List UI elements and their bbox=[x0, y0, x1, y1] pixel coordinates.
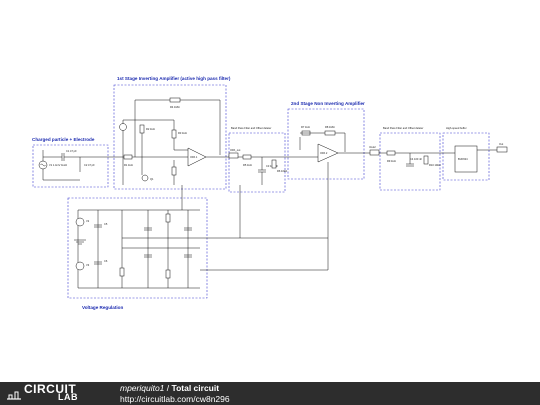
circuit-schematic: Charged particle + Electrode 1st Stage I… bbox=[32, 76, 508, 310]
node-b-label: Vout2 bbox=[369, 145, 376, 149]
r10-resistor bbox=[423, 155, 429, 165]
c4-label: C4 100 nF bbox=[410, 157, 423, 161]
reg-c1-label: C5 bbox=[104, 222, 108, 226]
r3-resistor bbox=[171, 129, 177, 139]
transistor-q1-icon bbox=[141, 174, 149, 182]
footer-bar: CIRCUIT LAB mperiquito1 / Total circuit … bbox=[0, 382, 540, 405]
r6-label: R6 10kΩ bbox=[277, 169, 287, 173]
buffer-ic-label: BUF634 bbox=[458, 157, 468, 161]
r3b-resistor bbox=[171, 166, 177, 176]
r2-resistor bbox=[139, 124, 145, 134]
reg-c2-label: C6 bbox=[104, 259, 108, 263]
stage1-label: 1st Stage Inverting Amplifier (active hi… bbox=[117, 76, 231, 81]
r7-label: R7 1kΩ bbox=[301, 125, 310, 129]
buffer-box bbox=[442, 132, 490, 181]
bandpass1-label: Band Pass Filter and Offset deleter bbox=[231, 126, 271, 130]
node-b-tag bbox=[369, 149, 380, 156]
voltage-reg-circuit: V2 V3 C5 C6 bbox=[74, 185, 328, 289]
r4-resistor bbox=[169, 97, 181, 103]
circuit-title: Total circuit bbox=[171, 383, 220, 393]
r1-label: R1 1kΩ bbox=[124, 163, 133, 167]
r10-label: R10 10kΩ bbox=[429, 163, 441, 167]
bandpass1-box bbox=[228, 132, 286, 193]
reg-r1-resistor bbox=[119, 267, 125, 277]
voltage-reg-box bbox=[67, 197, 208, 299]
bandpass1-circuit: OPA_out R5 1kΩ C3 100 nF R6 10kΩ bbox=[228, 148, 318, 185]
out-tag bbox=[496, 146, 508, 153]
bandpass2-box bbox=[379, 132, 441, 191]
r4-label: R4 1MΩ bbox=[170, 105, 180, 109]
buffer-circuit: BUF634 Out bbox=[454, 142, 508, 173]
opamp2-label: OPA 2 bbox=[320, 151, 328, 155]
node-a-label: OPA_out bbox=[230, 148, 241, 152]
source-v1-label: V1 1.4mV 1kHz bbox=[49, 163, 68, 167]
opamp1-triangle bbox=[187, 147, 207, 167]
stage2-label: 2nd Stage Non Inverting Amplifier bbox=[291, 101, 365, 106]
reg-v2-label: V3 bbox=[86, 263, 90, 267]
reg-source2-icon bbox=[75, 261, 85, 271]
logo-lab-text: LAB bbox=[58, 392, 78, 402]
bandpass2-circuit: R9 1kΩ C4 100 nF R10 10kΩ bbox=[379, 150, 455, 167]
reg-r2-resistor bbox=[165, 213, 171, 223]
source-section: V1 1.4mV 1kHz C1 47 pF C2 47 pF bbox=[38, 149, 118, 181]
r5-resistor bbox=[242, 154, 252, 160]
stage2-circuit: R7 1kΩ R8 1MΩ OPA 2 Vout2 bbox=[299, 125, 380, 270]
bandpass2-label: Band Pass Filter and Offset deleter bbox=[383, 126, 423, 130]
circuitlab-logo[interactable]: CIRCUIT LAB bbox=[4, 382, 116, 404]
author-link[interactable]: mperiquito1 bbox=[120, 383, 165, 393]
reg-r3-resistor bbox=[165, 269, 171, 279]
dc-source-icon bbox=[119, 123, 127, 131]
buffer-ic bbox=[454, 145, 478, 173]
circuitlab-logo-icon bbox=[7, 391, 21, 400]
stage2-box bbox=[287, 108, 365, 180]
r9-label: R9 1kΩ bbox=[387, 159, 396, 163]
r6-resistor bbox=[271, 159, 277, 169]
circuit-url-link[interactable]: http://circuitlab.com/cw8n296 bbox=[120, 394, 230, 404]
logo-circuit-text: CIRCUIT bbox=[24, 382, 77, 396]
source-c1-label: C1 47 pF bbox=[66, 149, 77, 153]
author-title-line: mperiquito1 / Total circuit bbox=[120, 383, 219, 393]
r1-resistor bbox=[123, 154, 133, 160]
opamp2-triangle bbox=[317, 143, 339, 163]
reg-source1-icon bbox=[75, 217, 85, 227]
q1-label: Q1 bbox=[150, 177, 154, 181]
charged-particle-label: Charged particle + Electrode bbox=[32, 137, 95, 142]
out-label: Out bbox=[499, 142, 503, 146]
r3-label: R3 1kΩ bbox=[178, 131, 187, 135]
stage1-box bbox=[113, 84, 227, 190]
stage1-circuit: R1 1kΩ R4 1MΩ OPA 1 R2 1kΩ R3 1kΩ Q1 bbox=[118, 97, 229, 185]
voltage-reg-label: Voltage Regulation bbox=[82, 305, 123, 310]
r8-resistor bbox=[324, 130, 336, 136]
charged-particle-box bbox=[32, 144, 109, 188]
r5-label: R5 1kΩ bbox=[243, 163, 252, 167]
separator: / bbox=[164, 383, 172, 393]
reg-v1-label: V2 bbox=[86, 219, 90, 223]
r2-label: R2 1kΩ bbox=[146, 127, 155, 131]
sine-icon bbox=[40, 163, 46, 167]
c2-label: C2 47 pF bbox=[84, 163, 95, 167]
node-a-tag bbox=[228, 152, 239, 159]
r9-resistor bbox=[386, 150, 396, 156]
opamp1-label: OPA 1 bbox=[190, 155, 198, 159]
buffer-label: High-speed buffer bbox=[446, 126, 467, 130]
r8-label: R8 1MΩ bbox=[325, 125, 335, 129]
